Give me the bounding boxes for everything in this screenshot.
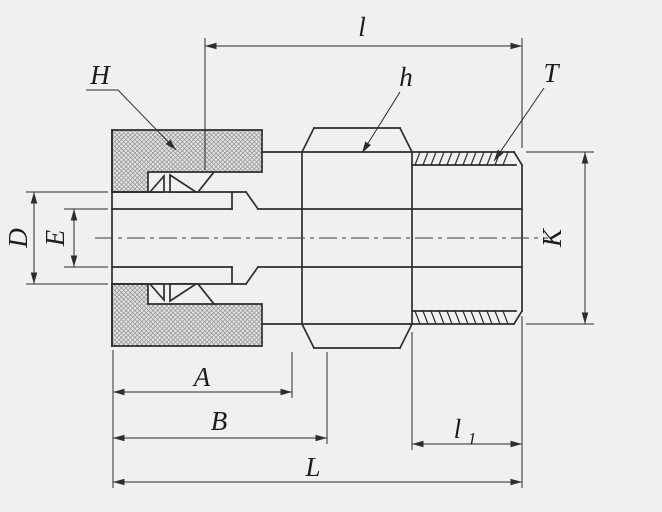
callout-T bbox=[493, 87, 545, 162]
dimension-E bbox=[64, 208, 108, 268]
dimension-l bbox=[204, 38, 523, 170]
dimension-D bbox=[26, 191, 108, 285]
dimension-A bbox=[112, 350, 293, 488]
label-K: K bbox=[537, 227, 567, 248]
label-T: T bbox=[543, 58, 560, 88]
nut-section-hatch-bottom bbox=[111, 283, 263, 347]
hex-body-outline bbox=[300, 126, 414, 350]
dimension-l1 bbox=[411, 316, 523, 488]
label-D: D bbox=[3, 228, 33, 249]
label-B: B bbox=[211, 406, 228, 436]
dimension-K bbox=[526, 151, 594, 325]
label-l1: l 1 bbox=[454, 414, 477, 448]
dimension-annotations: l H h T D E K bbox=[3, 12, 594, 488]
label-L: L bbox=[304, 452, 320, 482]
label-h: h bbox=[399, 62, 413, 92]
fitting-part bbox=[95, 126, 548, 350]
label-l1-base: l bbox=[454, 414, 462, 444]
label-H: H bbox=[89, 60, 111, 90]
label-l1-subscript: 1 bbox=[468, 429, 477, 448]
body-nose-bottom bbox=[196, 282, 216, 306]
label-E: E bbox=[40, 229, 70, 247]
thread-ticks-top bbox=[414, 151, 509, 166]
nut-section-hatch-top bbox=[111, 129, 263, 193]
callout-h bbox=[361, 91, 401, 154]
dimension-B bbox=[113, 352, 328, 444]
callout-H bbox=[86, 89, 177, 151]
label-A: A bbox=[192, 362, 211, 392]
ferrule-set bbox=[148, 173, 199, 303]
thread-ticks-bottom bbox=[414, 310, 509, 325]
body-nose-top bbox=[196, 170, 216, 194]
label-l: l bbox=[358, 12, 366, 42]
